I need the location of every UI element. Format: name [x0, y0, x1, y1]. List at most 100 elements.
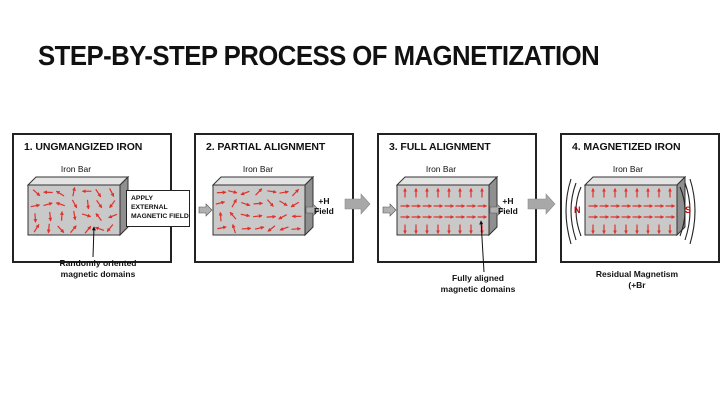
partial-domain-arrow-24: [254, 225, 265, 230]
random-domain-arrow-6: [109, 188, 115, 198]
page-title: STEP-BY-STEP PROCESS OF MAGNETIZATION: [38, 40, 600, 71]
iron-bar-top-2: [211, 176, 315, 186]
iron-bar-top-1: [26, 176, 130, 186]
partial-domain-arrow-25: [267, 225, 276, 232]
partial-domain-arrow-27: [291, 226, 302, 231]
iron-bar-front-4: [584, 184, 678, 236]
field-label-3-bottom: Field: [498, 206, 518, 216]
random-domain-arrow-18: [81, 213, 92, 218]
partial-domain-arrow-4: [267, 189, 277, 194]
caption-1-line-2: magnetic domains: [60, 269, 136, 279]
field-in-arrow-4: [489, 203, 504, 217]
field-in-arrow-2: [305, 203, 320, 217]
random-domain-arrow-11: [86, 199, 91, 210]
partial-domain-arrow-8: [231, 198, 237, 208]
field-in-arrow-3: [382, 203, 397, 217]
iron-bar-side-3: [488, 175, 498, 237]
random-domain-arrow-15: [48, 211, 53, 222]
random-domain-arrow-3: [72, 186, 76, 197]
panel-title-full: 3. FULL ALIGNMENT: [389, 141, 491, 153]
iron-bar-top-3: [395, 176, 499, 186]
random-domain-arrow-12: [96, 199, 103, 209]
caption-3-line-2: magnetic domains: [440, 284, 516, 294]
field-label-2: +H Field: [314, 196, 334, 216]
random-domain-arrow-23: [57, 225, 65, 234]
apply-field-box: APPLY EXTERNAL MAGNETIC FIELD: [126, 190, 190, 227]
random-domain-arrow-8: [43, 202, 53, 207]
field-arc-left-1: [570, 182, 577, 241]
field-label-3: +H Field: [498, 196, 518, 216]
partial-domain-arrow-19: [278, 214, 287, 220]
partial-domain-arrow-21: [217, 225, 227, 230]
partial-domain-arrow-14: [218, 211, 223, 222]
step-arrow-2: [344, 193, 371, 215]
iron-bar-front-3: [396, 184, 490, 236]
partial-domain-arrow-10: [253, 201, 264, 206]
iron-bar-side-2: [304, 175, 314, 237]
partial-domain-arrow-17: [253, 214, 263, 218]
caption-4-line-2: (+Br: [628, 280, 646, 290]
random-domain-arrow-16: [59, 211, 64, 221]
field-label-3-top: +H: [502, 196, 514, 206]
partial-domain-arrow-1: [227, 190, 238, 194]
panel-title-partial: 2. PARTIAL ALIGNMENT: [206, 141, 326, 153]
random-domain-arrow-0: [32, 189, 41, 197]
iron-bar-top-4: [583, 176, 687, 186]
random-domain-arrow-10: [71, 199, 78, 209]
random-domain-arrow-2: [55, 190, 65, 197]
random-domain-arrow-22: [46, 223, 51, 234]
caption-1-line-1: Randomly oriented: [59, 258, 137, 268]
partial-domain-arrow-23: [241, 226, 252, 231]
partial-domain-arrow-6: [291, 188, 299, 197]
partial-domain-arrow-9: [241, 201, 251, 207]
partial-domain-arrow-11: [266, 199, 274, 207]
random-domain-arrow-25: [84, 225, 92, 234]
panel-title-unmagnetized: 1. UNGMANGIZED IRON: [24, 141, 143, 153]
field-arc-left-2: [565, 178, 572, 245]
random-domain-arrow-14: [33, 213, 38, 223]
bar-label-1: Iron Bar: [60, 164, 92, 174]
partial-domain-arrow-18: [266, 214, 277, 219]
random-domain-arrow-5: [95, 188, 102, 198]
panel-partial-alignment: 2. PARTIAL ALIGNMENT: [194, 133, 354, 263]
bar-label-3: Iron Bar: [425, 164, 457, 174]
partial-domain-arrow-0: [216, 190, 227, 195]
random-domain-arrow-27: [106, 224, 114, 232]
bar-label-2: Iron Bar: [242, 164, 274, 174]
partial-domain-arrow-15: [229, 211, 237, 220]
pointer-aligned: [479, 220, 485, 273]
partial-domain-arrow-22: [231, 223, 236, 234]
caption-random-domains: Randomly oriented magnetic domains: [60, 258, 137, 280]
field-label-2-top: +H: [318, 196, 330, 206]
partial-domain-arrow-12: [279, 200, 288, 207]
field-in-arrow-1: [198, 203, 213, 217]
iron-bar-side-4: [676, 175, 686, 237]
partial-domain-arrow-13: [290, 201, 300, 208]
random-domain-arrow-17: [72, 210, 77, 221]
random-domain-arrow-26: [94, 226, 105, 231]
iron-bar-front-2: [212, 184, 306, 236]
bar-label-4: Iron Bar: [612, 164, 644, 174]
panel-title-magnetized: 4. MAGNETIZED IRON: [572, 141, 681, 153]
random-domain-arrow-13: [109, 200, 116, 209]
random-domain-arrow-9: [55, 202, 66, 207]
partial-domain-arrow-3: [255, 188, 263, 196]
field-arc-left-0: [575, 186, 582, 237]
apply-line-2: EXTERNAL: [131, 204, 168, 211]
field-arc-right-2: [689, 178, 696, 245]
field-arc-right-0: [679, 186, 686, 237]
pointer-random: [91, 226, 96, 258]
caption-4-line-1: Residual Magnetism: [595, 269, 679, 279]
field-arc-right-1: [684, 182, 691, 241]
partial-domain-arrow-16: [240, 213, 251, 218]
random-domain-arrow-21: [33, 223, 40, 233]
field-label-2-bottom: Field: [314, 206, 334, 216]
random-domain-arrow-7: [30, 203, 41, 208]
partial-domain-arrow-2: [240, 190, 250, 196]
partial-domain-arrow-26: [279, 226, 289, 231]
random-domain-arrow-20: [108, 213, 118, 219]
caption-aligned-domains: Fully aligned magnetic domains: [441, 273, 516, 295]
random-domain-arrow-19: [95, 212, 102, 221]
step-arrow-3: [527, 193, 556, 215]
